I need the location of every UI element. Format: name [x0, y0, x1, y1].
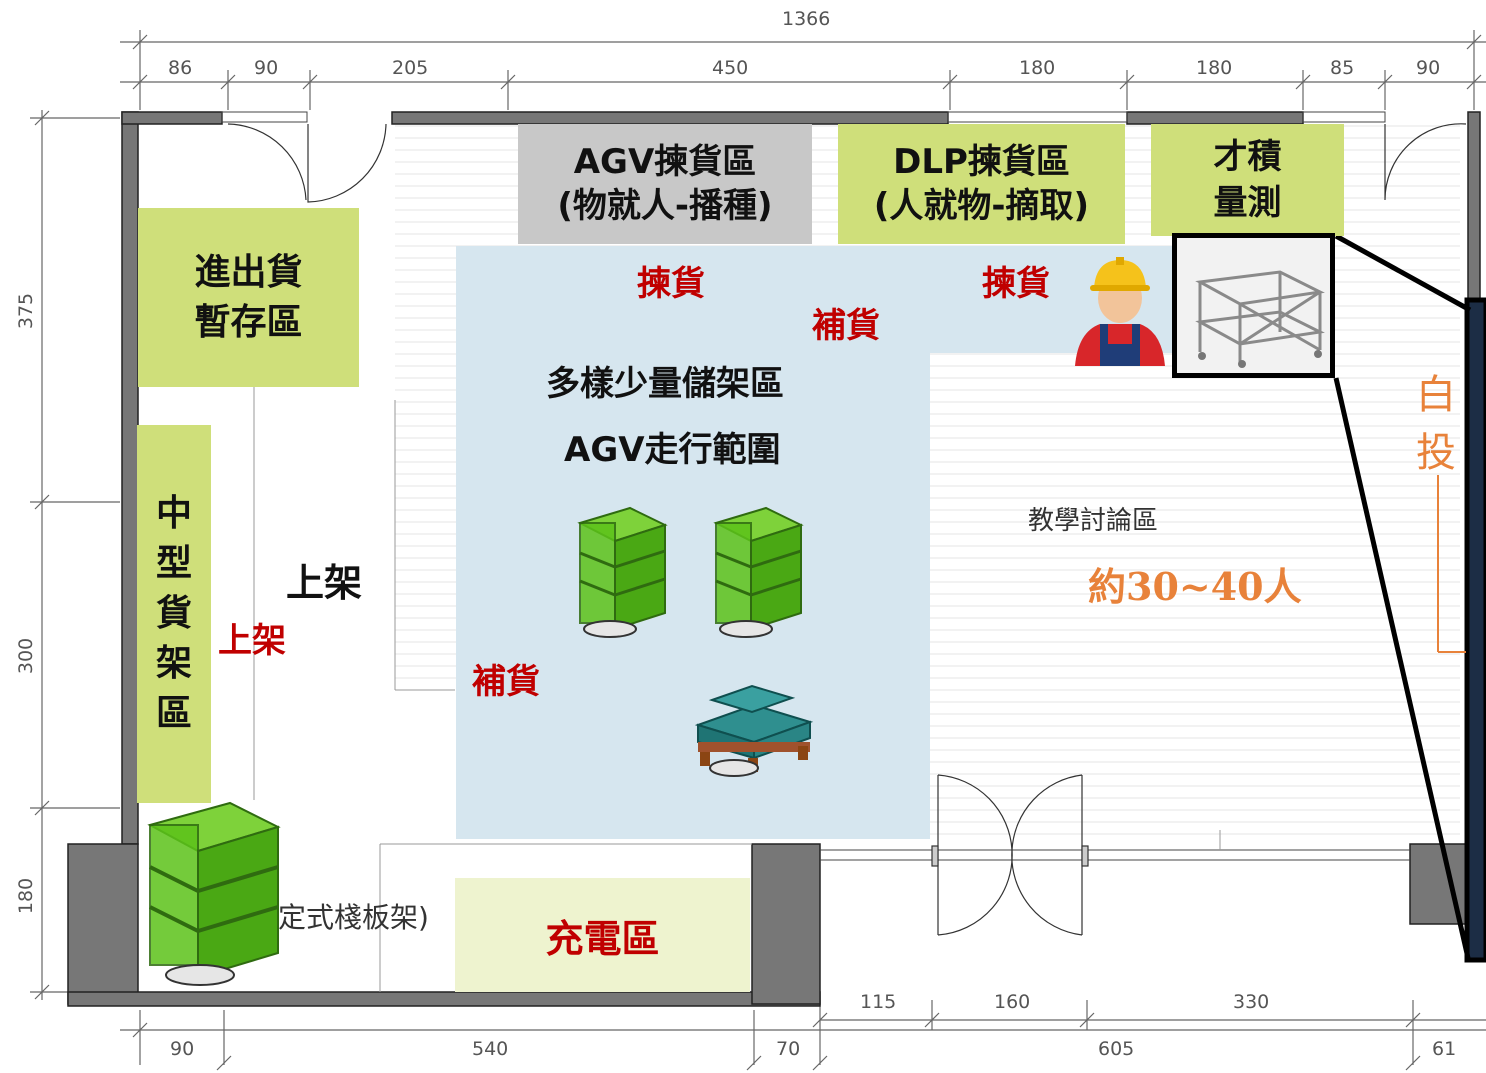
staging-line2: 暫存區 — [194, 301, 303, 343]
volume-measure-zone: 才積 量測 — [1151, 124, 1344, 236]
replenish-label-top: 補貨 — [812, 306, 880, 346]
medium-rack-char-5: 區 — [155, 693, 192, 734]
worker-icon — [1075, 257, 1165, 366]
storage-area-title: 多樣少量儲架區 — [546, 364, 784, 404]
dim-top-3: 205 — [392, 57, 429, 79]
volume-measure-line1: 才積 — [1213, 137, 1282, 177]
volume-measure-line2: 量測 — [1213, 183, 1282, 223]
dim-left-2: 300 — [15, 637, 38, 675]
dim-bottom-inner-2: 160 — [994, 991, 1031, 1013]
dim-left-1: 375 — [15, 292, 38, 330]
replenish-label-left: 補貨 — [472, 662, 540, 702]
dim-bottom-inner-1: 115 — [860, 991, 897, 1013]
staging-zone: 進出貨 暫存區 — [138, 208, 359, 387]
medium-rack-char-2: 型 — [155, 543, 192, 584]
staging-line1: 進出貨 — [194, 251, 303, 293]
dim-bottom-5: 61 — [1432, 1038, 1457, 1060]
callout-lines — [1333, 233, 1472, 959]
agv-picking-subtitle: (物就人-播種) — [557, 186, 773, 226]
medium-rack-char-3: 貨 — [155, 593, 192, 634]
dim-top-1: 86 — [168, 57, 193, 79]
charging-zone: 充電區 — [455, 878, 750, 992]
agv-travel-area — [456, 353, 930, 839]
top-dimension-lines — [120, 30, 1486, 110]
dim-top-2: 90 — [254, 57, 279, 79]
dim-bottom-1: 90 — [170, 1038, 195, 1060]
steel-cart-icon — [1195, 270, 1325, 368]
agv-picking-zone: AGV揀貨區 (物就人-播種) — [518, 124, 812, 244]
dim-total: 1366 — [782, 8, 831, 30]
agv-picking-title: AGV揀貨區 — [573, 142, 757, 182]
dim-bottom-inner-3: 330 — [1233, 991, 1270, 1013]
cutoff-char-2: 投 — [1416, 430, 1456, 476]
dim-top-8: 90 — [1416, 57, 1441, 79]
charging-label: 充電區 — [545, 916, 660, 961]
dlp-picking-title: DLP揀貨區 — [893, 142, 1070, 182]
orange-bracket — [1437, 475, 1466, 653]
discussion-capacity: 約30~40人 — [1088, 564, 1302, 609]
window-frames — [221, 111, 1410, 861]
medium-rack-char-1: 中 — [155, 493, 192, 534]
agv-rack-icon-2 — [713, 506, 804, 638]
dim-top-4: 450 — [712, 57, 749, 79]
medium-rack-char-4: 架 — [155, 643, 192, 684]
pick-label-1: 揀貨 — [637, 264, 705, 304]
dim-top-6: 180 — [1196, 57, 1233, 79]
doors — [227, 123, 1467, 936]
dlp-picking-zone: DLP揀貨區 (人就物-摘取) — [838, 124, 1125, 244]
dim-bottom-4: 605 — [1098, 1038, 1135, 1060]
cutoff-char-1: 白 — [1416, 372, 1456, 418]
dim-top-7: 85 — [1330, 57, 1355, 79]
dim-bottom-2: 540 — [472, 1038, 509, 1060]
agv-travel-range-label: AGV走行範圍 — [564, 430, 781, 470]
fixed-pallet-shelf-label: 固定式棧板架) — [250, 901, 429, 934]
dim-top-5: 180 — [1019, 57, 1056, 79]
dim-bottom-3: 70 — [776, 1038, 801, 1060]
pallet-bins-icon — [694, 684, 814, 777]
dlp-picking-subtitle: (人就物-摘取) — [873, 186, 1090, 226]
walls — [67, 111, 1481, 1007]
shelve-label-red: 上架 — [218, 621, 286, 661]
left-dimension-lines — [30, 110, 120, 1000]
shelve-label-black: 上架 — [286, 561, 363, 605]
discussion-area-label: 教學討論區 — [1028, 506, 1159, 536]
pick-label-2: 揀貨 — [982, 264, 1050, 304]
agv-rack-icon-3 — [147, 801, 281, 986]
dim-left-3: 180 — [15, 877, 38, 915]
medium-rack-zone: 中 型 貨 架 區 — [137, 425, 211, 803]
agv-rack-icon-1 — [577, 506, 668, 638]
photo-panel-cutoff — [1464, 297, 1486, 963]
bottom-dimension-lines — [120, 1000, 1486, 1071]
